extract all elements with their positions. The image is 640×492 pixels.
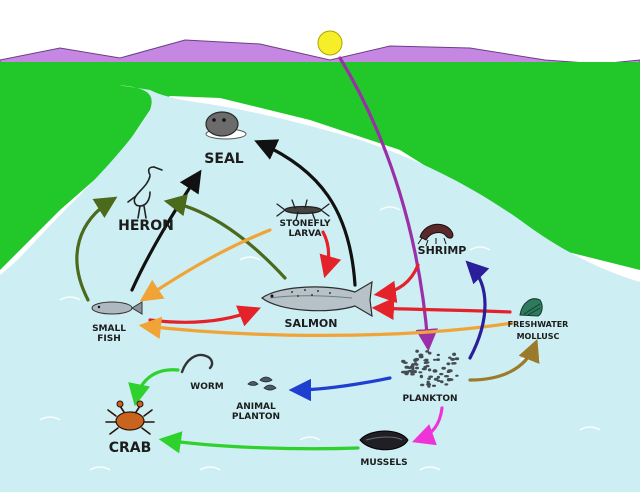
plankton-dot: [413, 358, 417, 362]
label-crab: CRAB: [108, 440, 152, 456]
animal-plankton-icon: [247, 376, 277, 391]
plankton-dot: [408, 369, 413, 373]
plankton-dot: [427, 377, 431, 380]
arrow-plankton-to-animal-planton: [288, 376, 392, 402]
arrow-plankton-to-shrimp: [465, 260, 490, 360]
plankton-dot: [421, 367, 427, 371]
label-shrimp: SHRIMP: [417, 244, 467, 257]
worm-icon: [180, 353, 214, 374]
plankton-dot: [441, 366, 447, 370]
plankton-dot: [427, 385, 431, 388]
arrow-worm-to-crab: [128, 368, 180, 407]
plankton-dot: [436, 353, 440, 357]
label-mussels: MUSSELS: [360, 458, 408, 468]
plankton-dot: [452, 352, 457, 356]
arrow-stonefly-to-smallfish: [139, 228, 272, 302]
plankton-dot: [423, 361, 428, 365]
arrow-mollusc-to-salmon: [371, 297, 512, 320]
seal-icon: [205, 111, 247, 140]
plankton-icon: [401, 349, 460, 388]
plankton-dot: [444, 383, 449, 386]
plankton-dot: [433, 369, 437, 372]
arrow-smallfish-to-seal: [130, 169, 202, 292]
plankton-dot: [436, 358, 440, 361]
plankton-dot: [455, 374, 459, 377]
small-fish-icon: [91, 301, 143, 315]
plankton-dot: [436, 375, 440, 379]
plankton-dot: [418, 371, 423, 374]
arrow-mollusc-to-smallfish: [138, 316, 514, 339]
mollusc-icon: [519, 298, 543, 317]
plankton-dot: [414, 363, 419, 366]
plankton-dot: [401, 370, 406, 374]
plankton-dot: [433, 377, 439, 381]
arrow-plankton-to-mollusc: [468, 339, 540, 382]
crab-icon: [105, 400, 155, 435]
plankton-dot: [426, 380, 430, 384]
plankton-dot: [431, 384, 437, 387]
label-worm: WORM: [190, 382, 224, 392]
arrow-smallfish-to-heron: [75, 196, 118, 302]
plankton-dot: [454, 357, 460, 361]
plankton-dot: [404, 365, 410, 369]
sun-icon: [317, 30, 343, 56]
plankton-dot: [450, 357, 456, 361]
plankton-dot: [433, 358, 437, 361]
food-web-arrows: [75, 56, 540, 454]
arrow-plankton-to-mussels: [411, 406, 444, 446]
stonefly-icon: [276, 199, 330, 221]
plankton-dot: [448, 356, 452, 359]
salmon-icon: [260, 280, 373, 318]
arrow-smallfish-to-salmon: [148, 305, 261, 327]
arrow-mussels-to-crab: [158, 431, 360, 454]
arrow-salmon-to-heron: [163, 194, 287, 280]
plankton-dot: [446, 378, 452, 382]
arrow-salmon-to-seal: [254, 139, 357, 287]
arrow-sun-to-plankton: [338, 56, 438, 352]
plankton-dot: [427, 351, 432, 355]
plankton-dot: [409, 365, 415, 369]
plankton-dot: [412, 370, 417, 374]
mussels-icon: [359, 430, 409, 451]
plankton-dot: [428, 375, 434, 378]
plankton-dot: [439, 372, 444, 376]
plankton-dot: [425, 350, 429, 353]
plankton-dot: [452, 362, 457, 365]
plankton-dot: [443, 375, 450, 378]
heron-icon: [127, 166, 163, 219]
plankton-dot: [447, 369, 452, 373]
shrimp-icon: [417, 223, 454, 247]
plankton-dot: [410, 372, 415, 376]
plankton-dot: [436, 379, 441, 382]
plankton-dot: [415, 366, 419, 370]
plankton-dot: [446, 362, 451, 366]
plankton-dot: [426, 382, 432, 387]
plankton-dot: [440, 380, 444, 384]
label-heron: HERON: [118, 218, 174, 234]
arrow-shrimp-to-salmon: [373, 263, 420, 303]
label-salmon: SALMON: [284, 317, 338, 330]
plankton-dot: [415, 349, 419, 353]
plankton-dot: [418, 355, 424, 359]
grass-banks: [0, 62, 640, 270]
arrow-stonefly-to-salmon: [319, 230, 342, 279]
plankton-dot: [401, 359, 406, 363]
label-seal: SEAL: [204, 151, 244, 167]
plankton-dot: [423, 359, 428, 362]
plankton-dot: [427, 368, 432, 372]
label-plankton: PLANKTON: [402, 394, 458, 404]
plankton-dot: [419, 374, 424, 379]
plankton-dot: [420, 383, 425, 387]
